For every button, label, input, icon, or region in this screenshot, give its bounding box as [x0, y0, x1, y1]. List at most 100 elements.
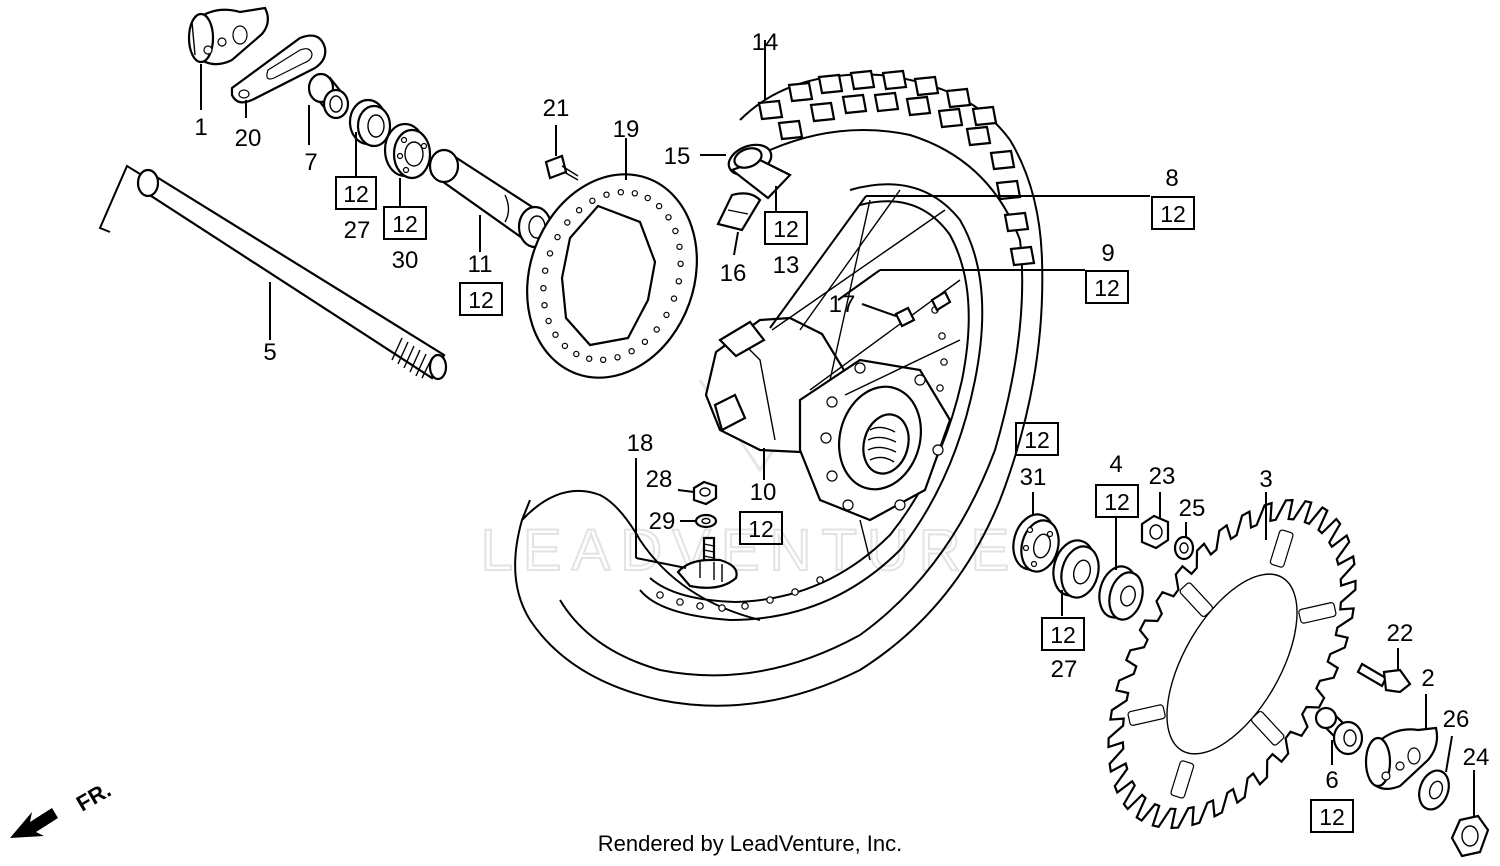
part-29-washer [694, 513, 718, 529]
box-12-part10-label: 12 [748, 516, 774, 542]
leader-26 [1445, 735, 1453, 773]
box-12-part4: 12 [1095, 484, 1139, 518]
svg-text:12: 12 [1094, 275, 1120, 301]
ref-24: 24 [1463, 744, 1490, 771]
part-10-wheel-hub [704, 316, 952, 522]
tire-knob [971, 105, 998, 127]
disc-hole [545, 317, 552, 325]
part-9-spoke-nipple [930, 290, 952, 312]
part-7-collar [307, 72, 350, 120]
disc-hole [617, 188, 625, 196]
svg-text:12: 12 [1104, 489, 1130, 515]
part-2-adjuster-plate [1364, 726, 1439, 791]
box-12-part13: 12 [764, 211, 808, 245]
disc-hole [546, 250, 554, 257]
boxed-references: 12 12 12 12 12 12 12 12 12 12 12 [335, 176, 1354, 833]
ref-22: 22 [1387, 620, 1414, 647]
ref-3: 3 [1259, 466, 1272, 493]
tire-knob [841, 93, 868, 115]
tire-knob [1009, 245, 1036, 267]
rim-spoke-hole [938, 332, 946, 340]
part-20-adjuster-slot-plate [230, 34, 327, 104]
ref-4: 4 [1109, 451, 1122, 478]
direction-label: FR. [72, 777, 115, 816]
sprocket-slot [1269, 529, 1294, 568]
sprocket-slot [1179, 582, 1214, 618]
disc-hole [603, 191, 610, 198]
disc-hole [675, 278, 683, 285]
ref-31: 31 [1020, 464, 1047, 491]
disc-hole [628, 348, 635, 355]
part-19-brake-disc [526, 173, 698, 379]
tire-knob [913, 75, 940, 97]
ref-21: 21 [543, 95, 570, 122]
disc-hole [653, 326, 660, 333]
ref-17: 17 [829, 291, 856, 318]
part-11-distance-collar [428, 148, 553, 249]
part-1-adjuster-plate [187, 6, 269, 66]
svg-text:12: 12 [343, 181, 369, 207]
rim-spoke-hole [656, 591, 664, 599]
box-12-part27: 12 [335, 176, 377, 210]
disc-hole [564, 219, 571, 226]
ref-9: 9 [1101, 240, 1114, 267]
svg-text:12: 12 [1160, 201, 1186, 227]
leader-17 [861, 303, 897, 317]
tire-knob [945, 87, 972, 109]
rim-spoke-hole [718, 604, 726, 612]
svg-text:12: 12 [392, 211, 418, 237]
disc-hole [554, 233, 561, 241]
ref-1: 1 [194, 114, 207, 141]
part-6-collar [1314, 706, 1364, 756]
ref-30: 30 [392, 247, 419, 274]
tire-knob [965, 125, 992, 147]
footer-credit: Rendered by LeadVenture, Inc. [598, 831, 903, 856]
disc-hole [631, 190, 639, 197]
part-24-nut [1450, 814, 1490, 858]
ref-27b: 27 [1051, 656, 1078, 683]
part-5-axle [98, 164, 448, 381]
leader-16 [733, 231, 739, 256]
sprocket-slot [1298, 602, 1337, 624]
tire-outline [514, 73, 1044, 707]
part-4-spacer [1098, 565, 1144, 621]
rim-spoke-hole [816, 576, 824, 584]
part-27-oil-seal [348, 98, 392, 148]
tire-knob [989, 149, 1016, 171]
leader-9b [837, 269, 881, 301]
disc-hole [589, 197, 596, 204]
ref-13: 13 [773, 252, 800, 279]
part-15-tube-valve [727, 143, 792, 200]
part-8-spokes [771, 189, 961, 561]
ref-2: 2 [1421, 665, 1434, 692]
part-18-rim-lock [676, 536, 738, 589]
part-26-washer [1418, 769, 1450, 811]
rim-spoke-hole [940, 358, 948, 366]
ref-18: 18 [627, 430, 654, 457]
svg-text:12: 12 [468, 287, 494, 313]
svg-text:12: 12 [1050, 622, 1076, 648]
leader-18b [635, 557, 687, 569]
disc-hole [641, 338, 649, 345]
ref-25: 25 [1179, 495, 1206, 522]
disc-hole [573, 350, 580, 358]
rim-spoke-hole [696, 602, 704, 610]
tire-knob [787, 81, 814, 103]
disc-hole [561, 342, 569, 350]
ref-14: 14 [752, 29, 779, 56]
svg-text:12: 12 [1319, 804, 1345, 830]
rim-spoke-hole [936, 384, 944, 392]
reference-numbers: 1 20 7 27 30 11 5 21 19 14 15 16 13 8 9 … [194, 29, 1489, 794]
rim-spoke-hole [741, 602, 749, 610]
rim-spoke-hole [676, 598, 684, 606]
ref-16: 16 [720, 260, 747, 287]
part-21-bolt [544, 154, 579, 181]
ref-28: 28 [646, 466, 673, 493]
ref-10: 10 [750, 479, 777, 506]
ref-7: 7 [304, 149, 317, 176]
tire-knob [873, 91, 900, 113]
ref-20: 20 [235, 125, 262, 152]
disc-hole [670, 295, 678, 302]
ref-23: 23 [1149, 463, 1176, 490]
